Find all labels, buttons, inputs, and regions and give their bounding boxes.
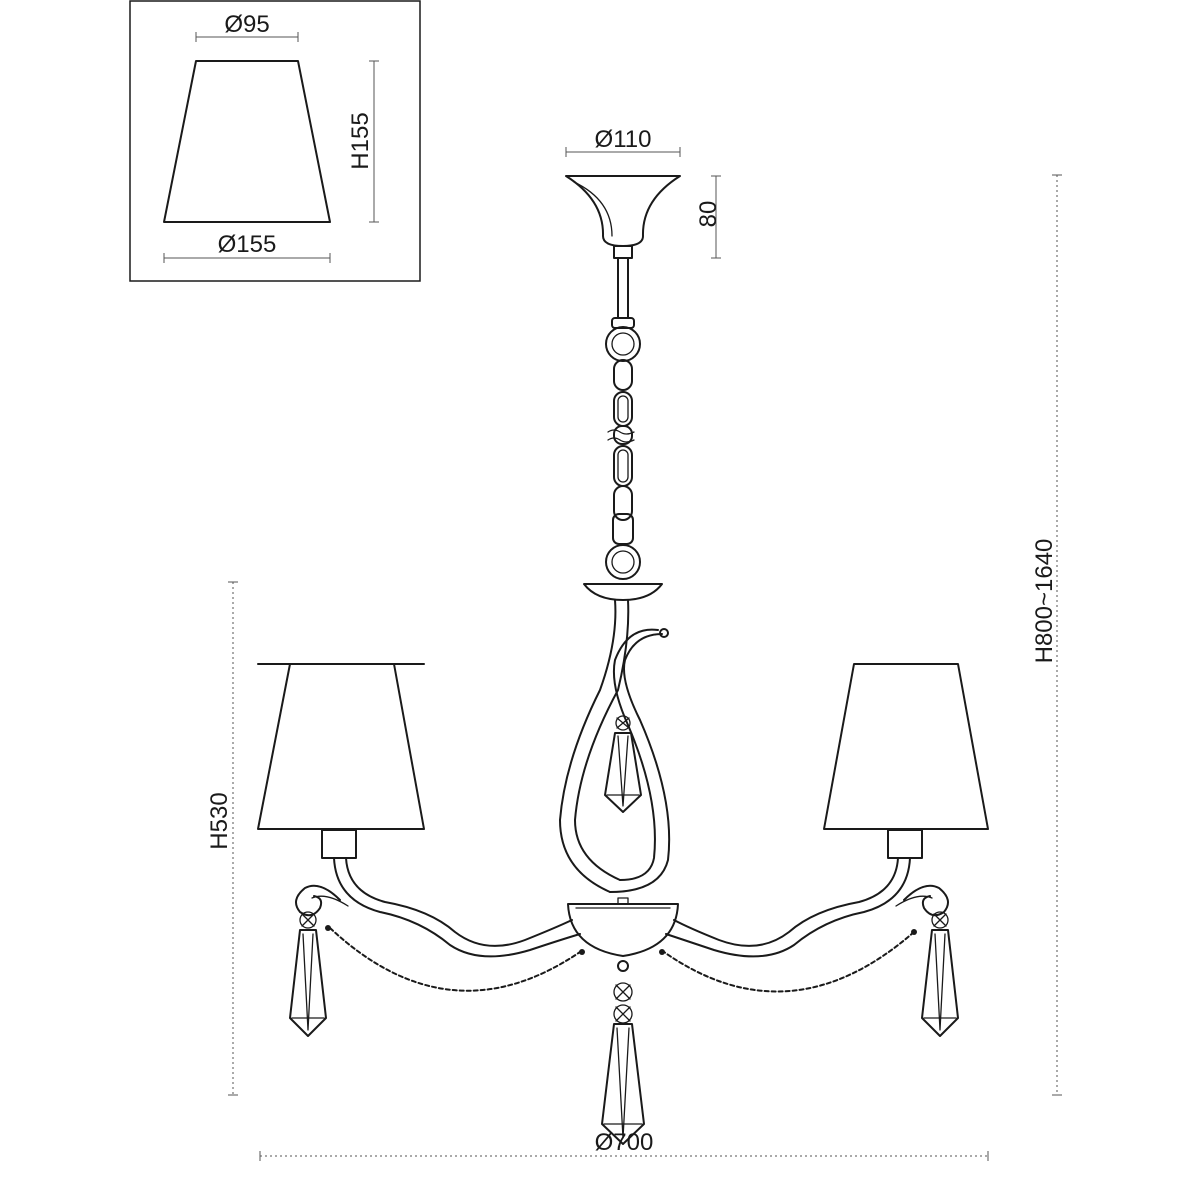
center-bowl: [567, 897, 679, 1145]
right-shade: [823, 663, 989, 830]
left-crystal-bead: [299, 911, 317, 929]
canopy-diameter-label: Ø110: [595, 126, 652, 153]
left-arm: [257, 663, 585, 1037]
chain-clasp: [612, 513, 634, 545]
chain-ring-bottom: [605, 544, 641, 580]
right-socket: [887, 829, 923, 859]
suspension-chain: [605, 257, 641, 580]
chain-link: [613, 445, 633, 487]
left-shade: [257, 663, 425, 830]
ceiling-canopy: Ø110 80: [565, 126, 722, 259]
overall-height-label: H800~1640: [1031, 539, 1058, 664]
scroll-end: [659, 628, 669, 638]
inner-crystal-drop: [604, 732, 642, 813]
right-crystal-bead: [931, 911, 949, 929]
shade-detail-inset: Ø95 Ø155 H155: [129, 0, 421, 282]
overall-diameter-label: Ø700: [595, 1129, 654, 1156]
center-crystal-bead: [613, 982, 633, 1002]
shade-bottom-diameter-label: Ø155: [218, 231, 277, 258]
shade-top-diameter-label: Ø95: [224, 11, 269, 38]
canopy-nipple: [613, 245, 633, 259]
chain-link: [613, 485, 633, 521]
bowl-finial: [617, 960, 629, 972]
right-bead-garland: [663, 931, 915, 993]
chain-link: [613, 425, 633, 445]
shade-detail-outline: [163, 60, 331, 223]
left-socket: [321, 829, 357, 859]
chain-link: [613, 391, 633, 427]
chain-ring-top: [605, 326, 641, 362]
central-stem: [559, 583, 671, 893]
right-arm: [659, 663, 989, 1037]
top-cup: [583, 583, 663, 601]
center-crystal-drop: [601, 1023, 645, 1145]
bowl-body: [567, 903, 679, 957]
body-height-label: H530: [206, 792, 233, 849]
chain-link: [613, 359, 633, 391]
right-crystal-drop: [921, 929, 959, 1037]
canopy-height-label: 80: [695, 201, 722, 228]
overall-dimensions: H530 H800~1640 Ø700: [206, 174, 1062, 1161]
inset-frame: [129, 0, 421, 282]
left-crystal-drop: [289, 929, 327, 1037]
inner-crystal-bead: [615, 715, 631, 731]
shade-height-label: H155: [347, 112, 374, 169]
left-bead-garland: [329, 927, 581, 992]
